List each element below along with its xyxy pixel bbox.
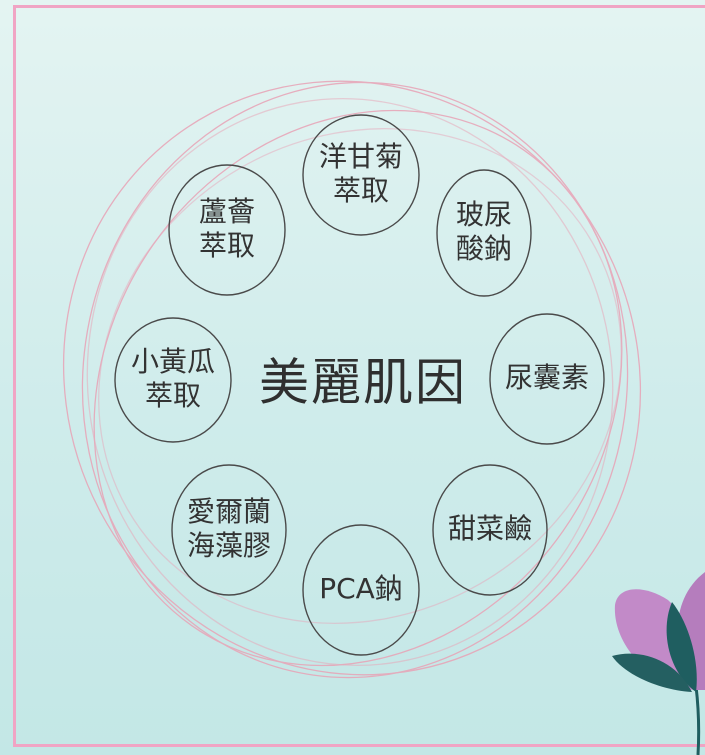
center-title: 美麗肌因 [259,354,467,412]
ring-1 [81,81,629,679]
ring-4 [86,97,614,667]
flower-leaf-low [612,653,692,692]
page-frame [13,5,705,747]
ingredient-label-line1: 玻尿 [456,198,512,231]
ring-5 [98,128,622,624]
ingredient-node-circle [171,464,287,596]
ingredient-label-line2: 萃取 [145,379,201,412]
ingredient-node: PCA鈉 [302,524,420,656]
ingredient-label-line1: 甜菜鹼 [448,512,532,545]
ingredient-label-line1: 洋甘菊 [319,140,403,173]
ingredient-label-line2: 海藻膠 [187,529,271,562]
ingredient-label-line1: 小黃瓜 [131,345,215,378]
ingredient-node: 甜菜鹼 [432,464,548,596]
ingredient-node-circle [436,169,532,297]
ingredient-label-line1: 蘆薈 [199,195,255,228]
ingredient-label-line1: 愛爾蘭 [187,495,271,528]
ring-3 [93,109,623,667]
ingredient-node-circle [302,114,420,236]
ingredient-label-line2: 萃取 [199,229,255,262]
ingredient-label-line1: PCA鈉 [319,572,403,605]
ingredient-node-circle [432,464,548,596]
flower-leaf-front [666,602,697,692]
ingredient-node: 尿囊素 [489,313,605,445]
ingredient-node-circle [168,164,286,296]
ingredient-label-line2: 酸鈉 [456,232,512,265]
flower-stem [694,685,701,755]
ingredient-node-circle [489,313,605,445]
ingredient-label-line2: 萃取 [333,174,389,207]
ingredient-label-line1: 尿囊素 [505,361,589,394]
ingredient-node-circle [302,524,420,656]
flower-icon [612,572,705,755]
ingredient-node-circle [114,317,232,443]
